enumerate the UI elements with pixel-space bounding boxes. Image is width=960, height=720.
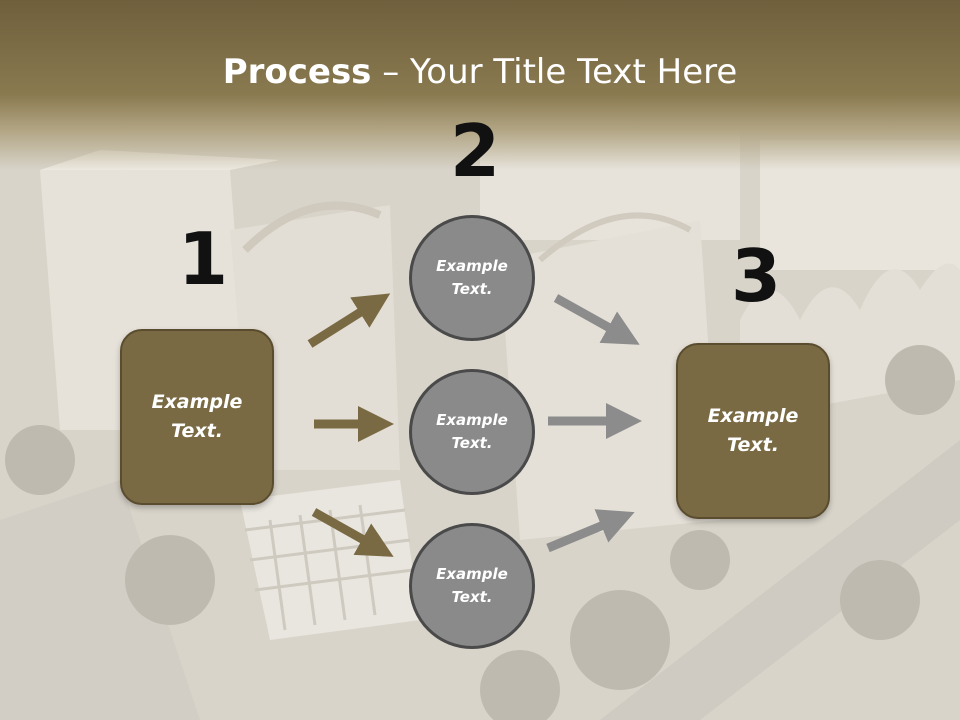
process-circle-top[interactable]: Example Text. (409, 215, 535, 341)
process-circle-bottom[interactable]: Example Text. (409, 523, 535, 649)
title-rest: – Your Title Text Here (371, 52, 738, 92)
title-band (0, 0, 960, 170)
arrow-top-to-box3 (553, 294, 640, 345)
step-box-1-line1: Example (151, 391, 243, 413)
arrow-bottom-to-box3 (546, 509, 635, 553)
circle-middle-line2: Text. (451, 434, 493, 452)
arrow-to-bottom-circle (311, 508, 394, 557)
step-number-3: 3 (731, 234, 782, 318)
slide-title[interactable]: Process – Your Title Text Here (0, 52, 960, 92)
circle-bottom-line1: Example (436, 565, 508, 583)
arrow-to-top-circle (307, 293, 391, 348)
circle-top-line2: Text. (451, 280, 493, 298)
step-box-1-line2: Text. (171, 420, 223, 442)
step-number-1: 1 (178, 217, 229, 301)
circle-middle-line1: Example (436, 411, 508, 429)
circle-bottom-line2: Text. (451, 588, 493, 606)
step-box-3[interactable]: Example Text. (676, 343, 830, 519)
step-box-3-line1: Example (707, 405, 799, 427)
circle-top-line1: Example (436, 257, 508, 275)
title-bold: Process (222, 52, 372, 92)
step-box-3-line2: Text. (727, 434, 779, 456)
step-box-1[interactable]: Example Text. (120, 329, 274, 505)
step-number-2: 2 (450, 109, 501, 193)
process-circle-middle[interactable]: Example Text. (409, 369, 535, 495)
